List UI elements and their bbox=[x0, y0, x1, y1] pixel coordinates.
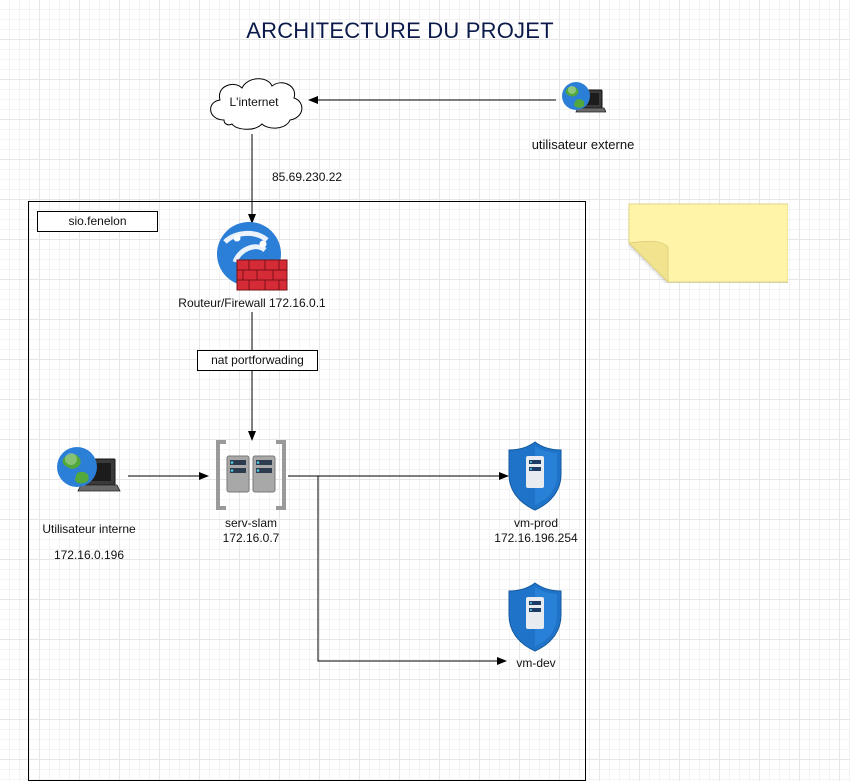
router-label: Routeur/Firewall 172.16.0.1 bbox=[178, 296, 326, 310]
server-icon[interactable] bbox=[212, 440, 290, 510]
globe-computer-icon[interactable] bbox=[55, 443, 121, 503]
internet-label: L'internet bbox=[229, 95, 279, 109]
shield-server-icon[interactable] bbox=[507, 440, 563, 512]
internal-user-label: Utilisateur interne bbox=[42, 522, 136, 536]
sticky-note[interactable] bbox=[628, 203, 788, 283]
external-user-label: utilisateur externe bbox=[531, 137, 635, 152]
server-name: serv-slam bbox=[224, 516, 277, 530]
server-ip: 172.16.0.7 bbox=[222, 531, 280, 545]
globe-computer-icon[interactable] bbox=[560, 78, 606, 122]
vm-dev-name: vm-dev bbox=[516, 656, 556, 670]
shield-server-icon[interactable] bbox=[507, 581, 563, 653]
edge-server-to-vmdev bbox=[317, 476, 507, 665]
public-ip-label: 85.69.230.22 bbox=[272, 170, 343, 184]
vm-prod-name: vm-prod bbox=[513, 516, 558, 530]
zone-label: sio.fenelon bbox=[37, 211, 158, 232]
connectors bbox=[128, 96, 556, 665]
internal-user-ip: 172.16.0.196 bbox=[53, 548, 125, 562]
firewall-globe-icon[interactable] bbox=[215, 222, 289, 292]
vm-prod-ip: 172.16.196.254 bbox=[494, 531, 578, 545]
cloud-icon[interactable] bbox=[202, 72, 306, 134]
nat-label: nat portforwading bbox=[197, 350, 318, 371]
page-title: ARCHITECTURE DU PROJET bbox=[246, 18, 554, 43]
